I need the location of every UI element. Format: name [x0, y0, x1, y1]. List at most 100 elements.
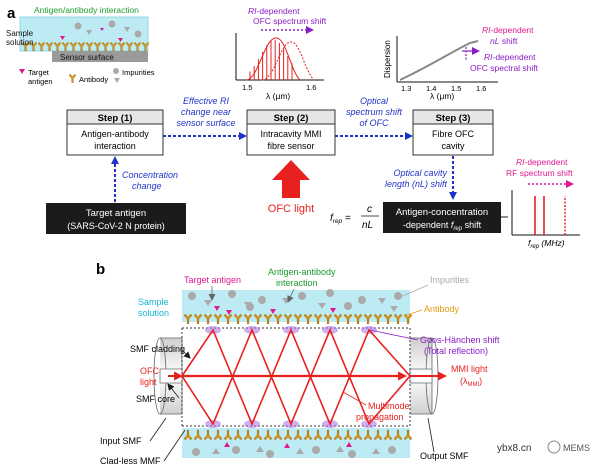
b-output-smf-label: Output SMF — [420, 451, 469, 461]
target-antigen-mark — [226, 310, 232, 315]
concentration-label-1: Concentration — [122, 170, 178, 180]
sensor-surface-label: Sensor surface — [60, 53, 114, 62]
impurity-triangle — [372, 448, 380, 454]
legend-target-label-1: Target — [28, 68, 50, 77]
dispersion-tick-1: 1.3 — [401, 84, 411, 93]
impurity-circle — [326, 289, 334, 297]
target-antigen-mark — [270, 309, 276, 314]
frep-symbol: frep = — [330, 213, 351, 225]
b-ofc-label-2: light — [140, 377, 157, 387]
sample-solution-label-1: Sample — [6, 29, 34, 38]
impurity-circle — [266, 450, 274, 458]
b-cladless-label: Clad-less MMF — [100, 456, 161, 466]
arrow-23-label: Optical spectrum shift of OFC — [346, 96, 403, 128]
impurity-triangle — [296, 448, 304, 454]
arrow-12-label: Effective RI change near sensor surface — [176, 96, 235, 128]
b-ofc-label-1: OFC — [140, 366, 159, 376]
b-input-smf-pointer — [149, 417, 167, 442]
sample-particles — [60, 20, 142, 42]
ofc-shift-label-2: OFC spectral shift — [470, 63, 539, 73]
rf-spectrum-plot: RI-dependent RF spectrum shift frep (MHz… — [506, 157, 580, 250]
wechat-icon — [547, 440, 561, 454]
b-impurities-pointer — [397, 284, 429, 299]
concentration-label-2: change — [132, 181, 162, 191]
b-goos-label-1: Goos-Hänchen shift — [420, 335, 500, 345]
impurity-circle — [358, 296, 366, 304]
watermark-brand: MEMS — [563, 443, 590, 453]
sample-solution-label-2: solution — [6, 38, 34, 47]
rf-xlabel: frep (MHz) — [528, 238, 565, 250]
frep-denominator: nL — [362, 220, 373, 231]
step2-title: Step (2) — [274, 113, 309, 124]
step3-body-2: cavity — [441, 141, 465, 151]
impurity-circle-icon — [113, 68, 119, 74]
sample-interaction-label: Antigen/antibody interaction — [34, 5, 139, 15]
impurity-circle — [344, 302, 352, 310]
b-goos-label-2: (Total reflection) — [424, 346, 488, 356]
b-interaction-pointer — [287, 288, 295, 303]
impurity-triangle — [212, 448, 220, 454]
ofc-spectrum-plot: RI-dependent OFC spectrum shift 1.5 1.6 … — [235, 6, 327, 101]
sample-solution-diagram: Antigen/antibody interaction Sample solu… — [6, 5, 149, 62]
nl-shift-label-1: RI-dependent — [482, 25, 534, 35]
impurity-circle — [312, 446, 320, 454]
impurity-circle — [394, 292, 402, 300]
b-goos-pointer — [369, 329, 419, 341]
step3-body-1: Fibre OFC — [432, 129, 475, 139]
b-target-antigen-label: Target antigen — [184, 275, 241, 285]
impurity-triangle — [336, 446, 344, 452]
b-multimode-label-1: Multimode — [368, 401, 410, 411]
cavity-label-2: length (nL) shift — [385, 179, 448, 189]
b-input-smf-label: Input SMF — [100, 436, 142, 446]
dispersion-xlabel: λ (μm) — [430, 91, 454, 101]
impurity-circle — [228, 290, 236, 298]
spectrum-title-2: OFC spectrum shift — [253, 16, 327, 26]
b-interaction-label-2: interaction — [276, 278, 318, 288]
antibody-icon — [69, 74, 76, 83]
spectrum-title-1: RI-dependent — [248, 6, 300, 16]
legend-impurities-label: Impurities — [122, 68, 155, 77]
spectrum-xlabel: λ (μm) — [266, 91, 290, 101]
ofc-shift-label-1: RI-dependent — [484, 52, 536, 62]
impurity-circle — [298, 292, 306, 300]
step2-body-2: fibre sensor — [267, 141, 314, 151]
step2-box: Step (2) Intracavity MMI fibre sensor — [246, 109, 336, 156]
multimode-rays — [181, 327, 411, 427]
nl-shift-label-2: nL shift — [490, 36, 518, 46]
step1-body-2: interaction — [94, 141, 136, 151]
b-smf-cladding-label: SMF cladding — [130, 344, 185, 354]
b-antibody-label: Antibody — [424, 304, 460, 314]
b-sample-label-1: Sample — [138, 297, 169, 307]
target-antigen-icon — [19, 69, 25, 74]
b-multimode-pointer — [342, 391, 367, 406]
b-cladless-pointer — [163, 429, 186, 462]
output-subtitle: -dependent frep shift — [403, 220, 482, 232]
output-box: Antigen-concentration -dependent frep sh… — [383, 202, 501, 233]
dispersion-ylabel: Dispersion — [383, 40, 392, 78]
step1-title: Step (1) — [98, 113, 133, 124]
arrow-12-line1: Effective RI — [183, 96, 230, 106]
rf-title-2: RF spectrum shift — [506, 168, 573, 178]
impurity-circle — [388, 446, 396, 454]
dispersion-tick-4: 1.6 — [476, 84, 486, 93]
target-antigen-mark — [346, 442, 352, 447]
arrow-23-line1: Optical — [360, 96, 389, 106]
impurity-triangle — [256, 446, 264, 452]
watermark: ybx8.cn MEMS — [488, 432, 596, 462]
target-antigen-mark — [224, 442, 230, 447]
b-multimode-label-2: propagation — [356, 412, 404, 422]
spectrum-comb-lines — [249, 40, 293, 80]
legend-target-label-2: antigen — [28, 77, 53, 86]
impurity-triangle — [204, 300, 212, 306]
b-mmi-label-2: (λMMI) — [460, 376, 482, 388]
target-antigen-mark — [330, 308, 336, 313]
frep-numerator: c — [367, 204, 372, 215]
sample-region-bottom — [182, 428, 410, 458]
impurity-triangle-icon — [114, 78, 120, 83]
impurity-triangle — [318, 303, 326, 309]
arrow-12-line2: change near — [181, 107, 232, 117]
watermark-site: ybx8.cn — [497, 443, 531, 454]
output-title: Antigen-concentration — [396, 207, 488, 218]
legend-a: Target antigen Antibody Impurities — [19, 68, 155, 86]
panel-a-label: a — [7, 5, 16, 22]
